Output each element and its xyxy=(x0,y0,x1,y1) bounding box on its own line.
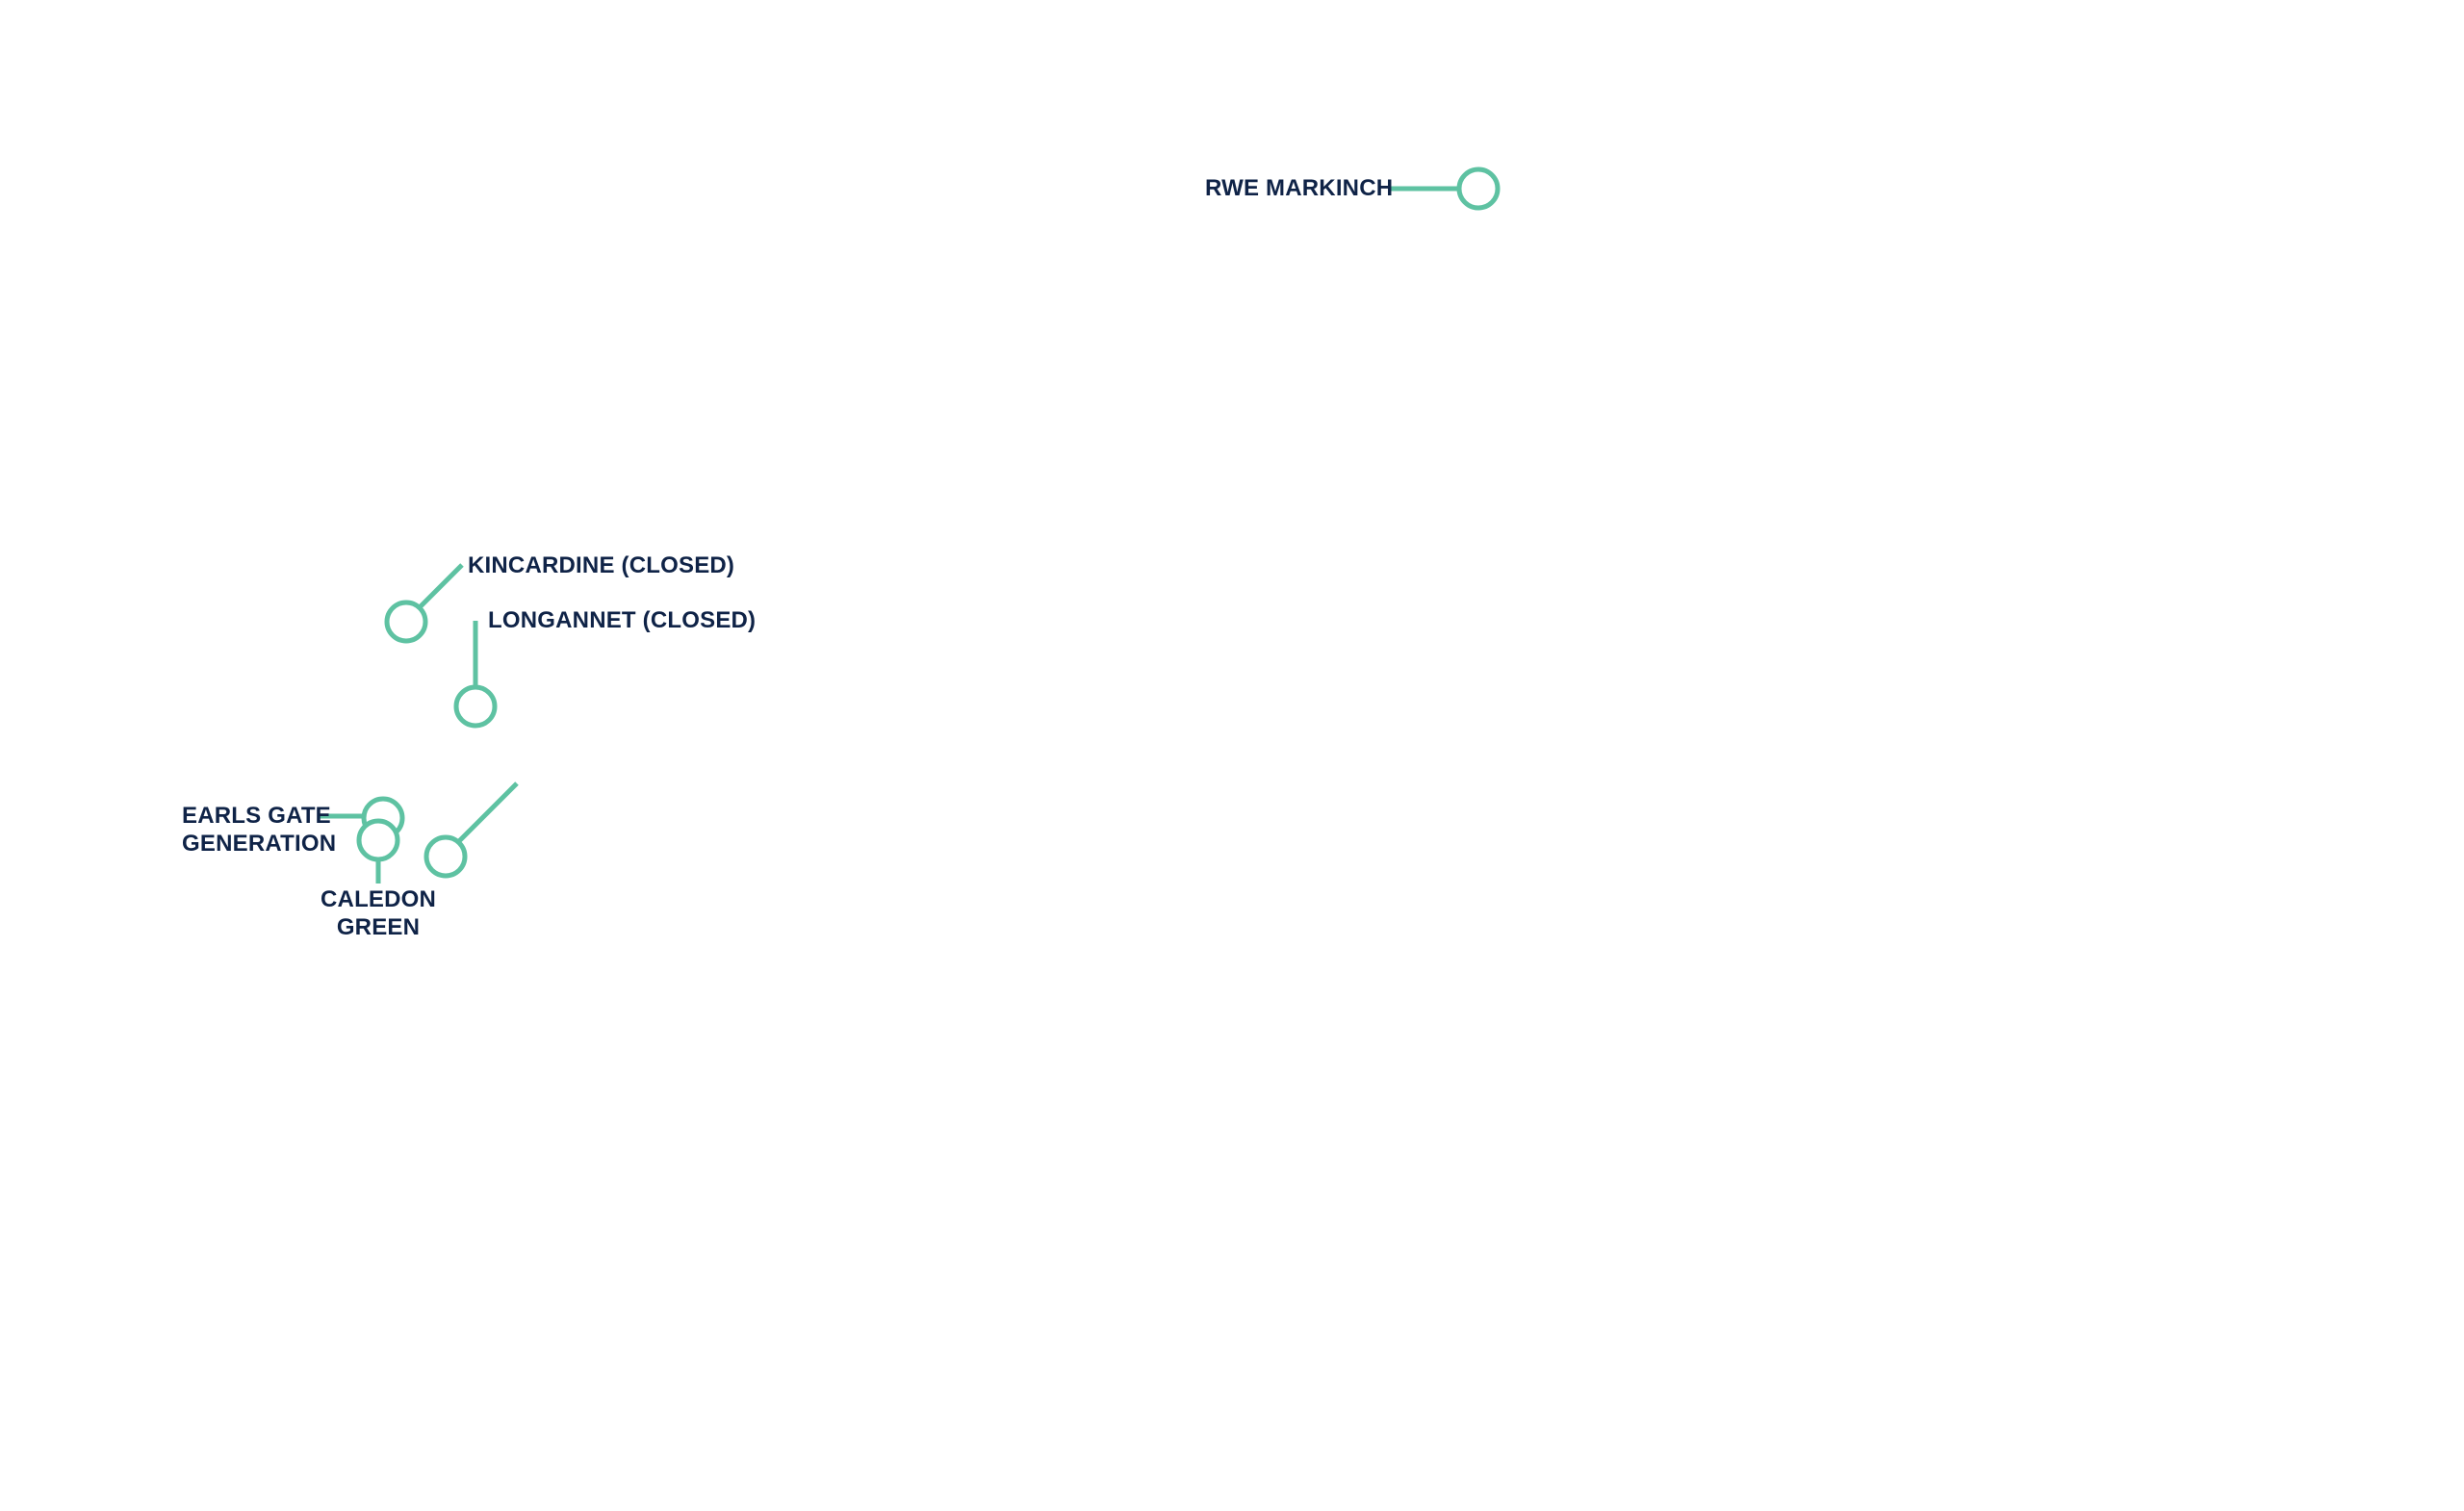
caledon-green-marker[interactable] xyxy=(356,818,400,862)
caledon-green-label-line-2: GREEN xyxy=(336,914,421,940)
unlabelled-site-marker[interactable] xyxy=(424,834,468,879)
earls-gate-label-line-1: EARLS GATE xyxy=(182,803,331,829)
caledon-green-label: CALEDON GREEN xyxy=(321,885,436,941)
kincardine-marker[interactable] xyxy=(384,600,428,644)
rwe-markinch-label-line: RWE MARKINCH xyxy=(1205,175,1394,201)
kincardine-label-line: KINCARDINE (CLOSED) xyxy=(468,552,735,578)
caledon-green-label-line-1: CALEDON xyxy=(321,886,437,912)
kincardine-leader-line xyxy=(419,563,464,608)
kincardine-label: KINCARDINE (CLOSED) xyxy=(468,551,734,579)
longannet-marker[interactable] xyxy=(453,684,498,729)
rwe-markinch-label: RWE MARKINCH xyxy=(1205,174,1393,202)
unlabelled-site-leader-line xyxy=(457,781,519,843)
earls-gate-label-line-2: GENERATION xyxy=(182,831,337,857)
longannet-label-line: LONGANNET (CLOSED) xyxy=(488,607,757,633)
earls-gate-label: EARLS GATE GENERATION xyxy=(182,802,336,858)
rwe-markinch-marker[interactable] xyxy=(1456,166,1501,211)
longannet-label: LONGANNET (CLOSED) xyxy=(488,606,756,634)
